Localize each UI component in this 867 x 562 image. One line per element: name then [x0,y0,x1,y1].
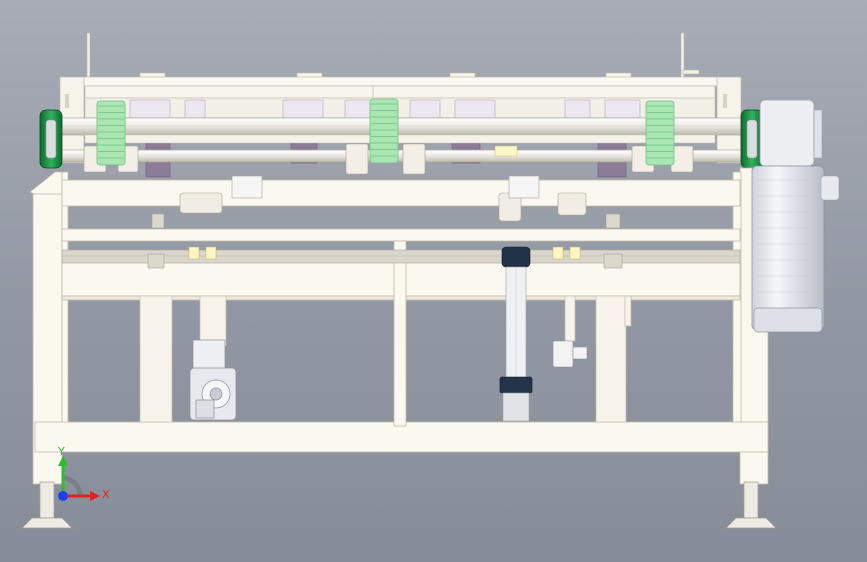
leveling-foot-icon[interactable] [21,481,777,529]
coordinate-triad-icon: Y X [57,445,110,501]
pneumatic-cylinder[interactable] [499,246,533,422]
gearbox[interactable] [189,339,237,421]
x-axis-label: X [102,488,110,501]
shaft-collars [83,143,694,175]
roller-carrier[interactable] [59,97,751,178]
main-frame[interactable] [29,167,769,485]
gear-3[interactable] [645,100,675,166]
proximity-sensor[interactable] [552,340,588,368]
limit-switches [188,246,581,260]
top-guard-assembly[interactable] [59,32,742,164]
y-axis-label: Y [57,445,65,458]
gear-icon[interactable] [96,98,675,166]
gear-1[interactable] [96,100,126,166]
brackets [147,175,623,269]
vertical-supports [139,295,632,423]
gear-2[interactable] [369,98,399,164]
motor-icon[interactable] [751,99,840,333]
